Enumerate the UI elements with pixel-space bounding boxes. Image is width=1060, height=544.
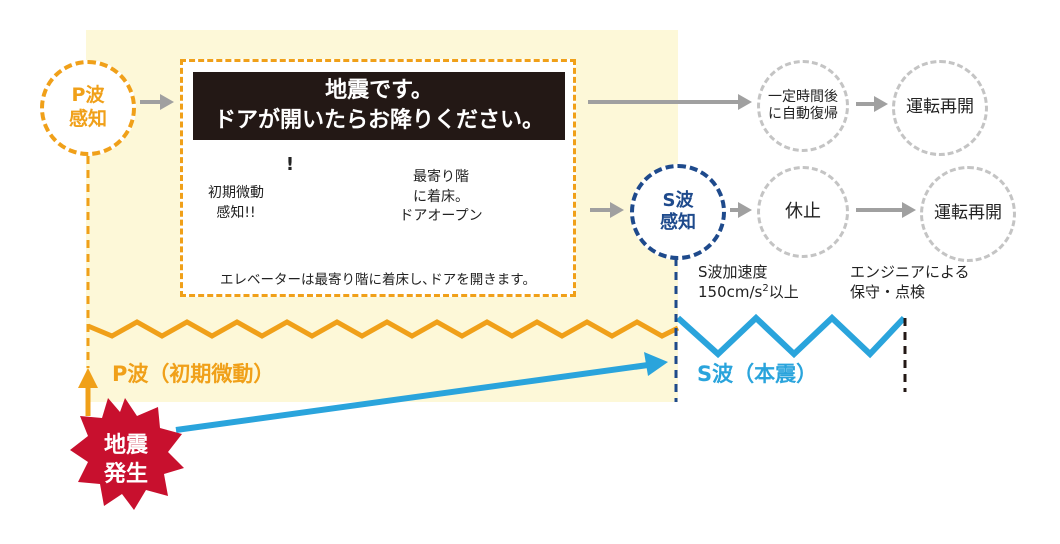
arrow-pause-to-resume-head	[902, 202, 916, 218]
resume-operation-circle-top: 運転再開	[892, 60, 988, 156]
engineer-maintenance-note: エンジニアによる 保守・点検	[850, 263, 970, 302]
s-wave-label: S波（本震）	[697, 362, 818, 386]
resume-operation-circle-bottom: 運転再開	[920, 166, 1016, 262]
resume-operation-label-top: 運転再開	[906, 97, 974, 118]
s-wave-threshold: 150cm/s2以上	[698, 282, 799, 302]
s-wave-accel-label: S波加速度	[698, 263, 768, 281]
s-wave-threshold-note: S波加速度 150cm/s2以上	[698, 262, 799, 303]
quake-to-s-wave-arrow-head	[644, 352, 668, 376]
auto-recovery-label: 一定時間後 に自動復帰	[768, 88, 838, 123]
s-wave-detect-circle: S波 感知	[630, 164, 726, 260]
auto-recovery-circle: 一定時間後 に自動復帰	[757, 60, 849, 152]
p-wave-up-arrow-head	[78, 368, 98, 388]
arrow-p-to-notice-head	[160, 94, 174, 110]
earthquake-burst	[70, 398, 184, 510]
announcement-banner: 地震です。 ドアが開いたらお降りください。	[193, 72, 565, 140]
s-wave-threshold-value: 150cm/s	[698, 283, 763, 302]
arrow-auto-to-resume-head	[874, 96, 888, 112]
initial-motion-detect-text: 初期微動 感知!!	[208, 185, 264, 221]
pause-label: 休止	[785, 200, 821, 222]
exclamation-mark: !	[285, 154, 295, 175]
s-wave-zigzag	[675, 313, 907, 359]
p-wave-detect-label: P波 感知	[68, 84, 107, 130]
pause-circle: 休止	[757, 166, 849, 258]
resume-operation-label-bottom: 運転再開	[934, 203, 1002, 224]
arrow-s-to-pause-head	[738, 202, 752, 218]
quake-to-s-wave-arrow	[175, 362, 649, 433]
earthquake-occurs-label: 地震 発生	[103, 433, 148, 487]
arrow-notice-to-auto-head	[738, 94, 752, 110]
nearest-floor-stop-text: 最寄り階 に着床。 ドアオープン	[399, 169, 483, 225]
s-wave-detect-label: S波 感知	[660, 189, 696, 234]
s-wave-threshold-exp: 2	[762, 283, 769, 295]
p-wave-detect-circle: P波 感知	[40, 60, 136, 156]
announcement-line-2: ドアが開いたらお降りください。	[213, 108, 544, 133]
elevator-caption: エレベーターは最寄り階に着床し､ドアを開きます。	[220, 272, 536, 288]
s-wave-threshold-suffix: 以上	[768, 283, 799, 302]
announcement-line-1: 地震です。	[325, 78, 433, 104]
p-wave-label: P波（初期微動）	[112, 362, 275, 386]
p-wave-zigzag	[87, 319, 680, 339]
arrow-notice-to-s-head	[610, 202, 624, 218]
